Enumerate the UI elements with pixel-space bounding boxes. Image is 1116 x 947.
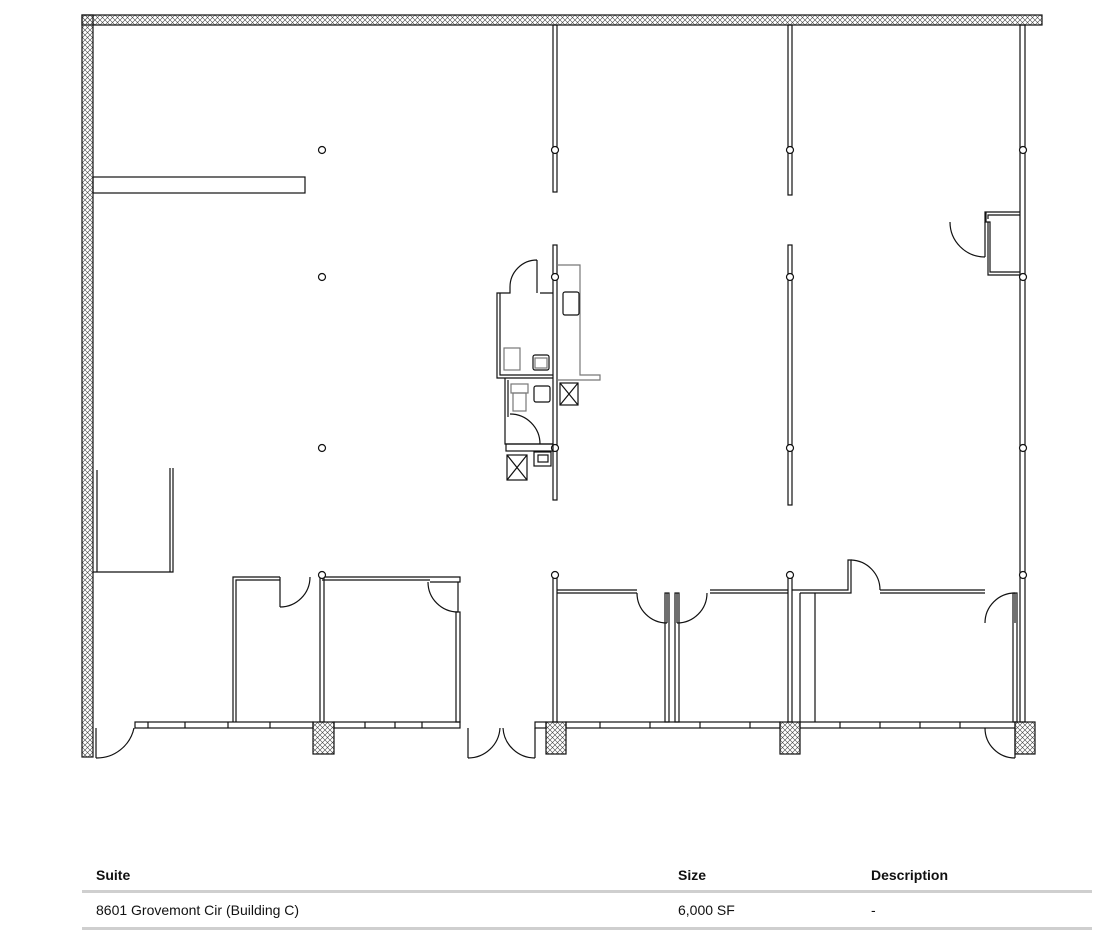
suite-cell: 8601 Grovemont Cir (Building C) [96,902,300,918]
header-description: Description [871,867,949,883]
suite-table: Suite Size Description 8601 Grovemont Ci… [82,860,1092,930]
size-cell: 6,000 SF [678,902,735,918]
storefront-window [134,721,1016,729]
restroom-core [496,259,601,481]
floor-plan [81,14,1043,759]
divider [82,927,1092,930]
exterior-wall [81,14,1043,758]
header-suite: Suite [96,867,131,883]
structural-columns [317,145,1028,580]
divider [82,890,1092,893]
table-row: 8601 Grovemont Cir (Building C) 6,000 SF… [82,893,1092,927]
description-cell: - [871,902,876,918]
header-size: Size [678,867,707,883]
table-header: Suite Size Description [82,860,1092,890]
interior-partitions [92,24,1026,723]
entry-doors [95,727,1016,759]
